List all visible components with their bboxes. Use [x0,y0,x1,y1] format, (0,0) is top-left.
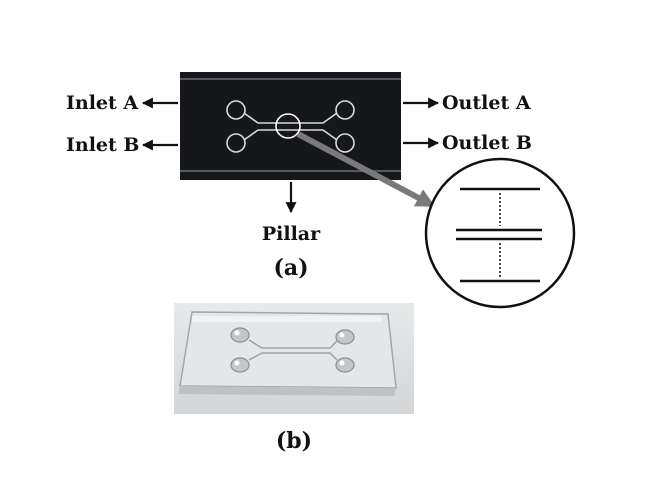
panel-b-label: (b) [276,428,312,454]
pillar-highlight-circle [275,113,301,139]
device-photo [174,303,414,414]
outlet-a-port [335,100,355,120]
glass-slide [179,311,397,389]
panel-a-label: (a) [273,255,308,281]
device-channel [248,339,338,361]
inlet-a-port [226,100,246,120]
device-port [230,327,250,343]
chip-schematic [180,72,401,180]
zoom-arrow-icon [296,131,436,208]
device-port [335,329,355,345]
outlet-a-label: Outlet A [442,92,531,114]
device-port [335,357,355,373]
outlet-b-port [335,133,355,153]
device-port [230,357,250,373]
outlet-b-label: Outlet B [442,132,532,154]
inlet-b-label: Inlet B [66,134,139,156]
channel-bottom [243,129,338,141]
inlet-a-label: Inlet A [66,92,138,114]
magnifier-circle-icon [424,157,576,309]
channel-network [226,100,355,153]
channel-top [243,112,338,124]
inlet-b-port [226,133,246,153]
pillar-label: Pillar [262,223,321,245]
chip-body [180,72,401,180]
